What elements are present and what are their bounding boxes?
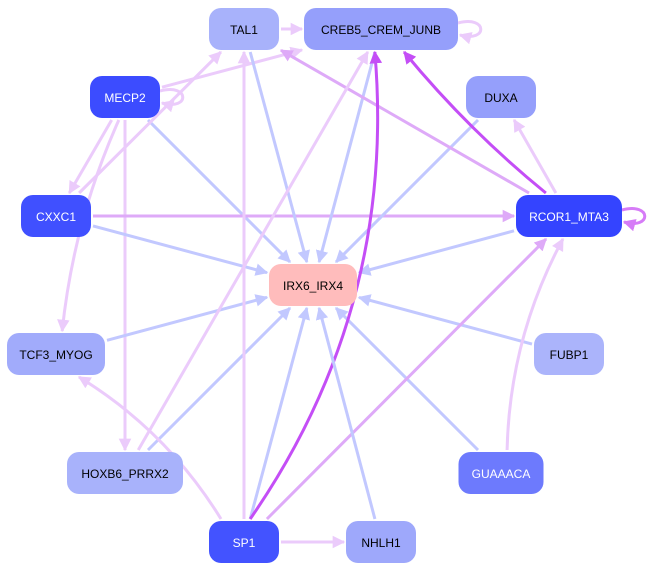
edge-nhlh1-to-irx6_irx4 bbox=[315, 306, 377, 520]
edge-creb5_crem_junb-to-irx6_irx4 bbox=[315, 51, 377, 264]
edges-layer bbox=[57, 20, 647, 549]
edge-rcor1_mta3-to-creb5_crem_junb bbox=[402, 51, 547, 195]
edge-cxxc1-to-irx6_irx4 bbox=[92, 224, 269, 276]
node-rcor1-mta3[interactable]: RCOR1_MTA3 bbox=[516, 195, 622, 237]
edge-mecp2-to-creb5_crem_junb bbox=[161, 46, 304, 89]
node-irx6-irx4[interactable]: IRX6_IRX4 bbox=[269, 264, 357, 306]
node-fubp1[interactable]: FUBP1 bbox=[534, 333, 604, 375]
node-box[interactable] bbox=[209, 521, 279, 563]
node-box[interactable] bbox=[90, 76, 160, 118]
edge-rcor1_mta3-to-tal1 bbox=[279, 48, 530, 195]
edge-duxa-to-irx6_irx4 bbox=[334, 118, 480, 264]
node-box[interactable] bbox=[466, 76, 536, 118]
node-box[interactable] bbox=[346, 521, 416, 563]
edge-tcf3_myog-to-irx6_irx4 bbox=[106, 294, 269, 342]
node-nhlh1[interactable]: NHLH1 bbox=[346, 521, 416, 563]
node-label: CXXC1 bbox=[36, 210, 76, 224]
node-mecp2[interactable]: MECP2 bbox=[90, 76, 160, 118]
node-label: GUAAACA bbox=[472, 467, 531, 481]
node-label: MECP2 bbox=[104, 91, 146, 105]
node-box[interactable] bbox=[534, 333, 604, 375]
edge-sp1-to-rcor1_mta3 bbox=[265, 237, 548, 521]
node-box[interactable] bbox=[21, 195, 91, 237]
nodes-layer: TAL1 CREB5_CREM_JUNB MECP2 DUXA CXXC1 RCOR1_M… bbox=[7, 8, 622, 563]
node-box[interactable] bbox=[516, 195, 622, 237]
edge-hoxb6_prrx2-to-irx6_irx4 bbox=[146, 306, 292, 452]
node-label: NHLH1 bbox=[361, 536, 401, 550]
edge-cxxc1-to-tal1 bbox=[78, 50, 222, 195]
edge-sp1-to-irx6_irx4 bbox=[248, 306, 310, 520]
edge-mecp2-to-cxxc1 bbox=[68, 119, 113, 195]
node-label: FUBP1 bbox=[550, 348, 589, 362]
node-box[interactable] bbox=[7, 333, 105, 375]
node-label: TCF3_MYOG bbox=[19, 348, 92, 362]
edge-creb5_crem_junb-to-creb5_crem_junb bbox=[457, 20, 483, 45]
node-guaaaca[interactable]: GUAAACA bbox=[458, 452, 544, 494]
node-tal1[interactable]: TAL1 bbox=[209, 8, 279, 50]
node-tcf3-myog[interactable]: TCF3_MYOG bbox=[7, 333, 105, 375]
edge-sp1-to-tcf3_myog bbox=[77, 375, 223, 520]
edge-hoxb6_prrx2-to-creb5_crem_junb bbox=[136, 50, 370, 451]
node-creb5-crem-junb[interactable]: CREB5_CREM_JUNB bbox=[304, 8, 458, 50]
edge-rcor1_mta3-to-duxa bbox=[512, 118, 558, 194]
edge-tal1-to-irx6_irx4 bbox=[248, 51, 310, 264]
node-cxxc1[interactable]: CXXC1 bbox=[21, 195, 91, 237]
node-box[interactable] bbox=[209, 8, 279, 50]
node-label: RCOR1_MTA3 bbox=[529, 210, 609, 224]
node-label: TAL1 bbox=[230, 23, 258, 37]
edge-rcor1_mta3-to-irx6_irx4 bbox=[357, 229, 515, 276]
node-label: IRX6_IRX4 bbox=[283, 279, 343, 293]
node-sp1[interactable]: SP1 bbox=[209, 521, 279, 563]
node-label: SP1 bbox=[233, 536, 256, 550]
edge-mecp2-to-irx6_irx4 bbox=[146, 118, 292, 264]
node-box[interactable] bbox=[67, 452, 183, 494]
edge-fubp1-to-irx6_irx4 bbox=[357, 294, 533, 346]
node-box[interactable] bbox=[269, 264, 357, 306]
node-label: HOXB6_PRRX2 bbox=[81, 467, 169, 481]
node-label: DUXA bbox=[484, 91, 517, 105]
node-box[interactable] bbox=[458, 452, 544, 494]
node-label: CREB5_CREM_JUNB bbox=[321, 23, 441, 37]
node-box[interactable] bbox=[304, 8, 458, 50]
node-hoxb6-prrx2[interactable]: HOXB6_PRRX2 bbox=[67, 452, 183, 494]
edge-guaaaca-to-rcor1_mta3 bbox=[505, 237, 565, 451]
node-duxa[interactable]: DUXA bbox=[466, 76, 536, 118]
edge-rcor1_mta3-to-rcor1_mta3 bbox=[621, 207, 647, 232]
